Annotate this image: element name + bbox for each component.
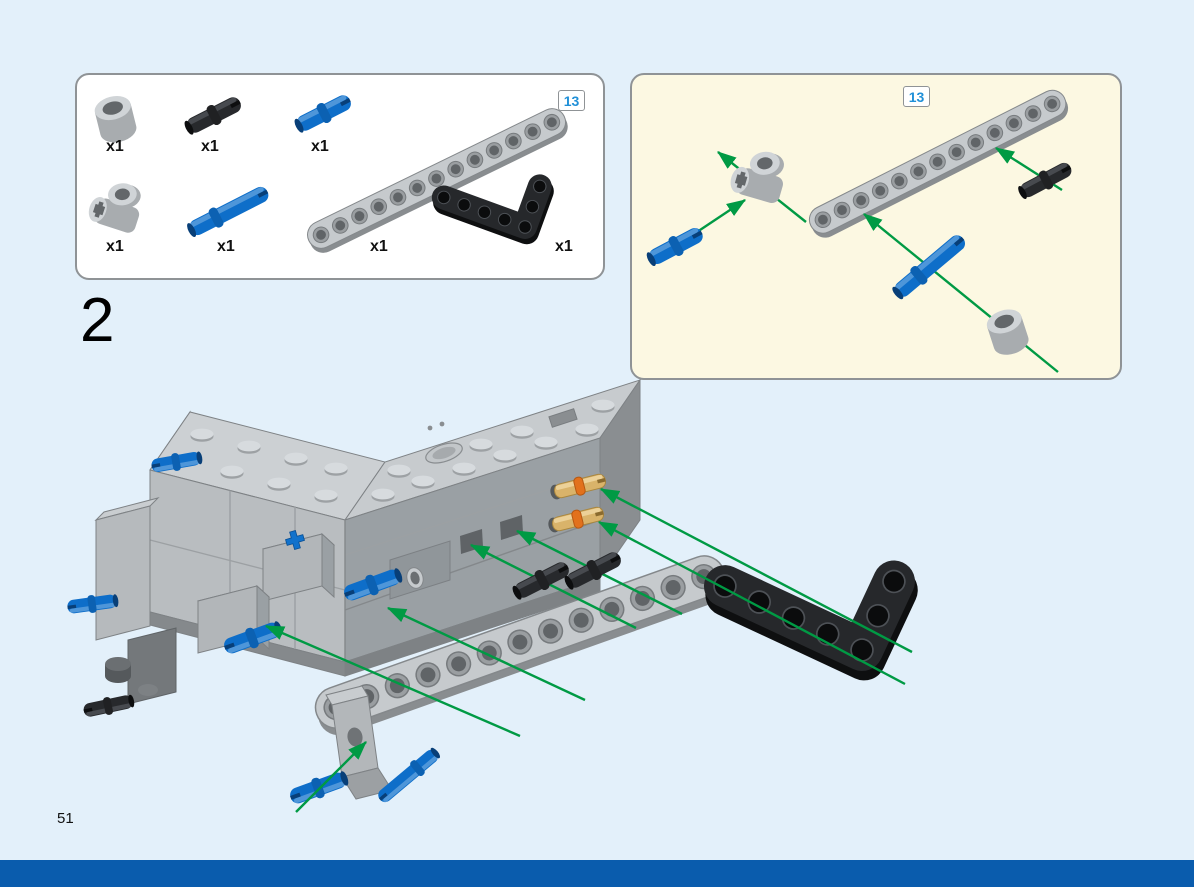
- beam-length-badge: 13: [903, 86, 930, 107]
- model-top-hatch: [425, 408, 578, 464]
- assembly-arrows: [264, 487, 913, 813]
- tan-pins: [548, 473, 607, 533]
- callout-illustration: [643, 85, 1076, 373]
- part-blue-long-pin-icon: [183, 182, 273, 241]
- footer-bar: [0, 860, 1194, 887]
- beam-length-badge: 13: [558, 90, 585, 111]
- callout-round-connector: [983, 305, 1032, 359]
- l-beam-main: [710, 503, 908, 664]
- arrow-beam-to-upper-pin: [386, 606, 586, 702]
- model-front-details: [389, 515, 523, 600]
- assembly-callout-box: 13: [630, 73, 1122, 380]
- part-black-pin-icon: [181, 92, 245, 139]
- model-left-attachments: [66, 448, 204, 720]
- arrow-beam-to-lower-pin: [264, 624, 521, 738]
- tan-pin-upper: [553, 473, 607, 499]
- part-qty-label: x1: [106, 238, 124, 255]
- part-qty-label: x1: [555, 238, 573, 255]
- arrow-black-pin-a: [469, 543, 637, 630]
- black-pin-left: [82, 691, 136, 720]
- part-blue-pin-icon: [291, 90, 355, 137]
- part-qty-label: x1: [311, 138, 329, 155]
- part-qty-label: x1: [217, 238, 235, 255]
- parts-box-illustration: [82, 90, 573, 258]
- blue-axle-end: [285, 530, 305, 550]
- part-qty-label: x1: [106, 138, 124, 155]
- page-number: 51: [57, 810, 74, 827]
- front-pin-hole: [406, 567, 424, 589]
- arrow-tan-pin-upper: [599, 487, 913, 654]
- callout-blue-long-pin: [888, 230, 970, 304]
- blue-long-pin-beam-end: [374, 744, 444, 807]
- tan-pin-lower: [551, 506, 605, 532]
- part-qty-label: x1: [201, 138, 219, 155]
- parts-list-box: x1 x1 x1 x1 x1 x1 x1 13: [75, 73, 605, 280]
- callout-beam-13: [804, 85, 1074, 243]
- part-qty-label: x1: [370, 238, 388, 255]
- part-axle-pin-connector-icon: [82, 181, 145, 240]
- callout-blue-pin: [643, 223, 707, 270]
- step-number: 2: [80, 286, 115, 355]
- arrow-connector-pin: [295, 741, 367, 813]
- arrow-tan-pin-lower: [597, 520, 906, 686]
- battery-indicator-slot: [548, 408, 578, 428]
